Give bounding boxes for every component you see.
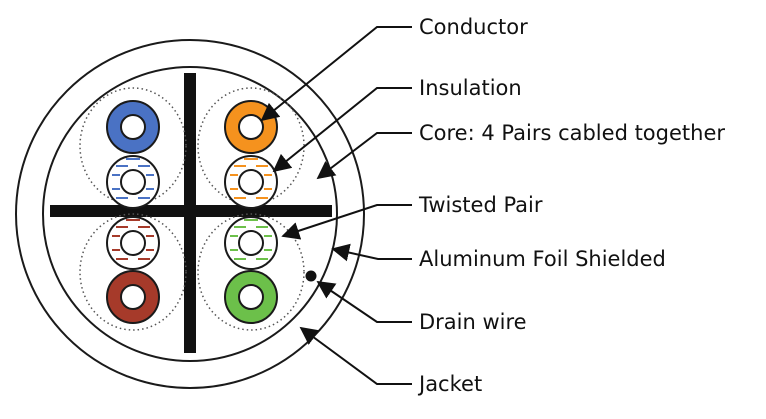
wire-green-striped (224, 216, 278, 270)
wire-green-solid (224, 270, 278, 324)
leader-foil-arrow-icon (331, 243, 412, 262)
leader-twisted-pair-arrow-icon (281, 204, 412, 240)
leader-jacket-arrow-icon (299, 326, 412, 385)
drain-wire-dot (305, 270, 317, 282)
wire-brown-solid (106, 270, 160, 324)
wire-orange-striped (224, 155, 278, 209)
label-jacket: Jacket (419, 372, 483, 396)
label-insulation: Insulation (419, 76, 522, 100)
leader-core-arrow-icon (316, 132, 412, 180)
label-twisted-pair: Twisted Pair (419, 193, 543, 217)
label-core: Core: 4 Pairs cabled together (419, 121, 725, 145)
label-drain-wire: Drain wire (419, 310, 527, 334)
label-conductor: Conductor (419, 15, 528, 39)
pair-core-green (197, 213, 305, 331)
wire-blue-striped (106, 155, 160, 209)
leader-conductor-arrow-icon (260, 26, 412, 122)
wire-brown-striped (106, 216, 160, 270)
cross-separator-horizontal (50, 205, 332, 217)
label-foil-shield: Aluminum Foil Shielded (419, 247, 666, 271)
leader-insulation-arrow-icon (272, 87, 412, 173)
wire-orange-solid (224, 100, 278, 154)
pair-core-blue (79, 87, 187, 205)
wire-blue-solid (106, 100, 160, 154)
leader-drain-arrow-icon (316, 280, 412, 323)
pair-core-brown (79, 213, 187, 331)
